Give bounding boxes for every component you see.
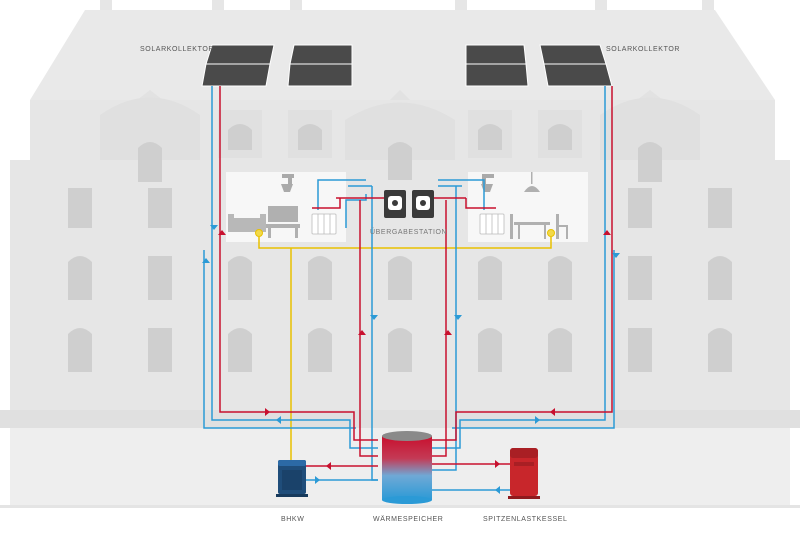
bhkw-label: BHKW bbox=[281, 516, 305, 523]
heat-exchanger-icon bbox=[412, 190, 434, 218]
solar-panel-icon bbox=[465, 44, 613, 87]
boiler-icon bbox=[508, 448, 540, 499]
faucet-icon bbox=[281, 174, 294, 192]
lamp-icon bbox=[524, 172, 540, 192]
transfer-station-label: ÜBERGABESTATION bbox=[370, 229, 448, 236]
radiator-icon bbox=[311, 213, 337, 235]
apartment-right bbox=[468, 172, 588, 242]
radiator-icon bbox=[479, 213, 505, 235]
outlet-icon bbox=[255, 229, 263, 237]
flow-arrows bbox=[202, 225, 620, 494]
supply-pipes bbox=[219, 86, 613, 467]
solar-panel-icon bbox=[201, 44, 353, 87]
electric-lines bbox=[258, 237, 552, 462]
sofa-icon bbox=[228, 214, 266, 232]
solar-collector-label-left: SOLARKOLLEKTOR bbox=[140, 46, 215, 53]
windows bbox=[68, 124, 732, 372]
chp-unit-icon bbox=[276, 460, 308, 497]
apartment-left bbox=[226, 172, 346, 242]
heat-storage-label: WÄRMESPEICHER bbox=[373, 516, 444, 523]
peak-load-boiler-label: SPITZENLASTKESSEL bbox=[483, 516, 568, 523]
outlet-icon bbox=[547, 229, 555, 237]
solar-collector-label-right: SOLARKOLLEKTOR bbox=[606, 46, 681, 53]
table-icon bbox=[510, 214, 568, 239]
storage-tank-icon bbox=[382, 431, 432, 504]
heat-exchanger-icon bbox=[384, 190, 406, 218]
return-pipes bbox=[203, 86, 615, 491]
tv-icon bbox=[266, 206, 300, 238]
